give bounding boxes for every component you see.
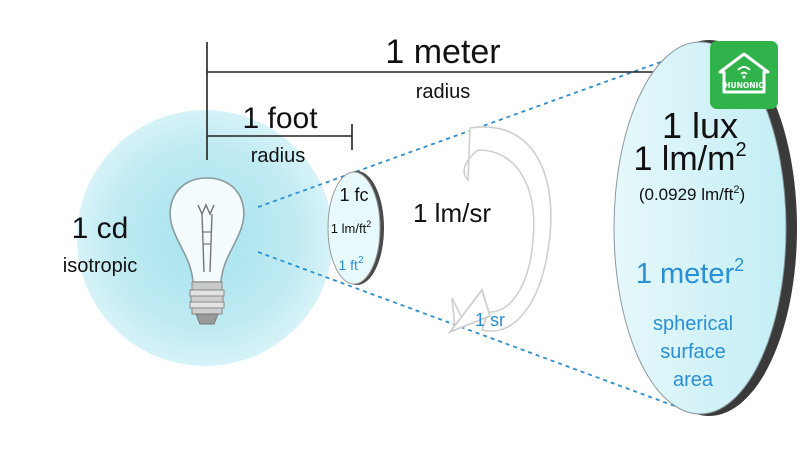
cd-sub-label: isotropic bbox=[63, 255, 137, 277]
foot-radius-label: radius bbox=[251, 145, 305, 167]
foot-label: 1 foot bbox=[242, 102, 318, 135]
spherical-label: spherical bbox=[653, 313, 733, 335]
steradian-arrow-icon bbox=[447, 126, 552, 335]
big-disc bbox=[613, 40, 797, 416]
cone-lines bbox=[257, 45, 706, 409]
meter-radius-label: radius bbox=[416, 81, 470, 103]
home-icon bbox=[718, 52, 770, 94]
cd-label: 1 cd bbox=[72, 212, 129, 245]
brand-logo: HUNONIC bbox=[710, 41, 778, 109]
lumen-per-m2-label: 1 lm/m2 bbox=[633, 139, 746, 178]
lumen-per-steradian-label: 1 lm/sr bbox=[413, 198, 491, 228]
small-disc-line2: 1 lm/ft2 bbox=[331, 219, 371, 236]
small-disc bbox=[327, 171, 384, 285]
meter-squared-label: 1 meter2 bbox=[636, 255, 744, 290]
brand-logo-text: HUNONIC bbox=[724, 81, 764, 90]
area-label: area bbox=[673, 369, 714, 391]
wifi-icon bbox=[737, 66, 751, 71]
surface-label: surface bbox=[660, 341, 726, 363]
steradian-label: 1 sr bbox=[475, 310, 505, 330]
small-disc-line1: 1 fc bbox=[339, 185, 368, 205]
lux-label: 1 lux bbox=[662, 105, 738, 146]
small-disc-line3: 1 ft2 bbox=[338, 255, 363, 273]
lumen-per-ft2-label: (0.0929 lm/ft2) bbox=[639, 184, 745, 204]
foot-dimension bbox=[207, 124, 353, 150]
light-bulb-icon bbox=[169, 177, 245, 325]
meter-label: 1 meter bbox=[385, 33, 500, 71]
